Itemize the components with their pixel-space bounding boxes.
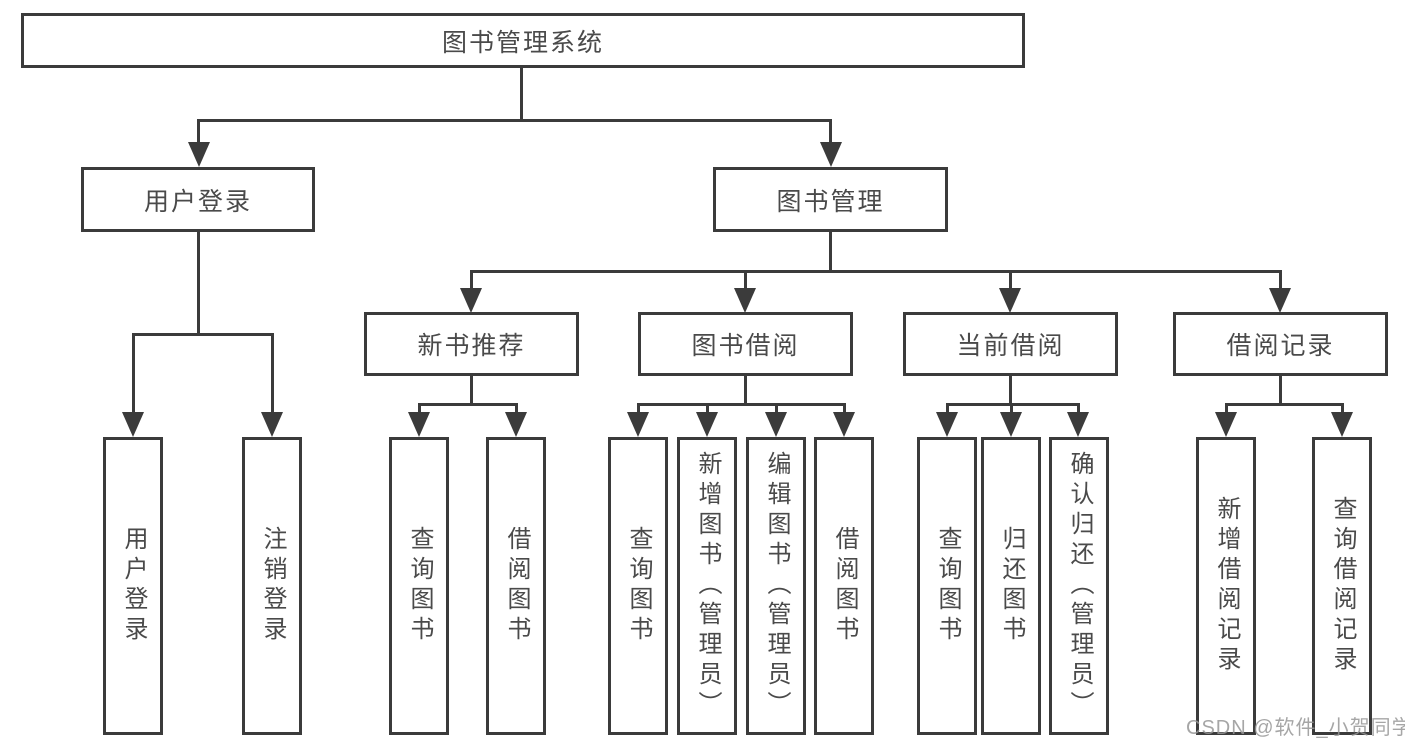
leaf-query-books-recommend: 查询图书 (389, 437, 449, 735)
connector-book-borrow-rail (637, 403, 845, 406)
leaf-query-books-recommend-label: 查询图书 (406, 526, 433, 646)
connector-user-login-rail (132, 333, 274, 336)
arrow-down-icon (1331, 412, 1353, 437)
node-book-management: 图书管理 (713, 167, 948, 232)
leaf-confirm-return-admin-label: 确认归还（管理员） (1066, 451, 1093, 721)
node-new-book-recommend-label: 新书推荐 (417, 332, 526, 360)
arrow-down-icon (833, 412, 855, 437)
node-book-management-label: 图书管理 (776, 187, 885, 216)
connector-leaf-shaft (706, 403, 709, 417)
leaf-edit-books-admin: 编辑图书（管理员） (746, 437, 806, 735)
connector-level3-shaft (1279, 270, 1282, 290)
node-user-login: 用户登录 (81, 167, 315, 232)
connector-leaf-shaft (946, 403, 949, 417)
arrow-down-icon (999, 288, 1021, 313)
arrow-down-icon (460, 288, 482, 313)
leaf-logout: 注销登录 (242, 437, 302, 735)
node-book-borrow: 图书借阅 (638, 312, 853, 376)
node-library-system: 图书管理系统 (21, 13, 1025, 68)
arrow-down-icon (1067, 412, 1089, 437)
leaf-borrow-books-recommend-label: 借阅图书 (503, 526, 530, 646)
connector-level3-shaft (470, 270, 473, 290)
connector-leaf-shaft (515, 403, 518, 417)
connector-leaf-shaft (775, 403, 778, 417)
csdn-watermark: CSDN @软件_小贺同学 (1186, 717, 1405, 739)
node-new-book-recommend: 新书推荐 (364, 312, 579, 376)
node-borrow-records: 借阅记录 (1173, 312, 1388, 376)
leaf-borrow-books-recommend: 借阅图书 (486, 437, 546, 735)
leaf-user-login: 用户登录 (103, 437, 163, 735)
arrow-down-icon (1269, 288, 1291, 313)
leaf-query-books-borrow-label: 查询图书 (625, 526, 652, 646)
arrow-down-icon (1000, 412, 1022, 437)
arrow-down-icon (122, 412, 144, 437)
connector-level3-shaft (1009, 270, 1012, 290)
leaf-query-books-borrow: 查询图书 (608, 437, 668, 735)
connector-borrow-records-rail (1225, 403, 1343, 406)
connector-new-book-stem (470, 374, 473, 405)
connector-book-mgmt-stem (829, 231, 832, 272)
leaf-return-books: 归还图书 (981, 437, 1041, 735)
connector-leaf-shaft (1077, 403, 1080, 417)
leaf-confirm-return-admin: 确认归还（管理员） (1049, 437, 1109, 735)
leaf-return-books-label: 归还图书 (998, 526, 1025, 646)
node-user-login-label: 用户登录 (143, 187, 252, 216)
leaf-query-borrow-record: 查询借阅记录 (1312, 437, 1372, 735)
leaf-logout-label: 注销登录 (259, 526, 286, 646)
connector-book-borrow-stem (744, 374, 747, 405)
arrow-down-icon (261, 412, 283, 437)
arrow-down-icon (765, 412, 787, 437)
connector-leaf-shaft (843, 403, 846, 417)
connector-current-borrow-stem (1009, 374, 1012, 405)
connector-root-stem (520, 68, 523, 121)
node-current-borrow: 当前借阅 (903, 312, 1118, 376)
leaf-add-borrow-record: 新增借阅记录 (1196, 437, 1256, 735)
arrow-down-icon (696, 412, 718, 437)
connector-leaf-shaft (1341, 403, 1344, 417)
leaf-add-borrow-record-label: 新增借阅记录 (1213, 496, 1240, 676)
connector-level3-shaft (744, 270, 747, 290)
connector-leaf-shaft (132, 333, 135, 413)
arrow-down-icon (188, 142, 210, 167)
connector-new-book-rail (418, 403, 518, 406)
node-current-borrow-label: 当前借阅 (956, 332, 1065, 360)
connector-borrow-records-stem (1279, 374, 1282, 405)
connector-leaf-shaft (1010, 403, 1013, 417)
arrow-down-icon (408, 412, 430, 437)
arrow-down-icon (734, 288, 756, 313)
connector-book-mgmt-shaft (829, 119, 832, 145)
arrow-down-icon (627, 412, 649, 437)
connector-leaf-shaft (1225, 403, 1228, 417)
arrow-down-icon (505, 412, 527, 437)
leaf-borrow-books: 借阅图书 (814, 437, 874, 735)
node-borrow-records-label: 借阅记录 (1226, 332, 1335, 360)
leaf-borrow-books-label: 借阅图书 (831, 526, 858, 646)
leaf-user-login-label: 用户登录 (120, 526, 147, 646)
arrow-down-icon (1215, 412, 1237, 437)
leaf-edit-books-admin-label: 编辑图书（管理员） (763, 451, 790, 721)
connector-level2-rail (197, 119, 832, 122)
connector-current-borrow-rail (946, 403, 1080, 406)
leaf-add-books-admin-label: 新增图书（管理员） (694, 451, 721, 721)
node-book-borrow-label: 图书借阅 (691, 332, 800, 360)
connector-leaf-shaft (418, 403, 421, 417)
arrow-down-icon (936, 412, 958, 437)
connector-leaf-shaft (637, 403, 640, 417)
connector-leaf-shaft (271, 333, 274, 413)
connector-user-login-stem (197, 231, 200, 336)
leaf-add-books-admin: 新增图书（管理员） (677, 437, 737, 735)
leaf-query-books-current-label: 查询图书 (934, 526, 961, 646)
node-library-system-label: 图书管理系统 (441, 28, 604, 57)
connector-level3-rail (470, 270, 1282, 273)
connector-user-login-shaft (197, 119, 200, 145)
leaf-query-books-current: 查询图书 (917, 437, 977, 735)
arrow-down-icon (820, 142, 842, 167)
leaf-query-borrow-record-label: 查询借阅记录 (1329, 496, 1356, 676)
